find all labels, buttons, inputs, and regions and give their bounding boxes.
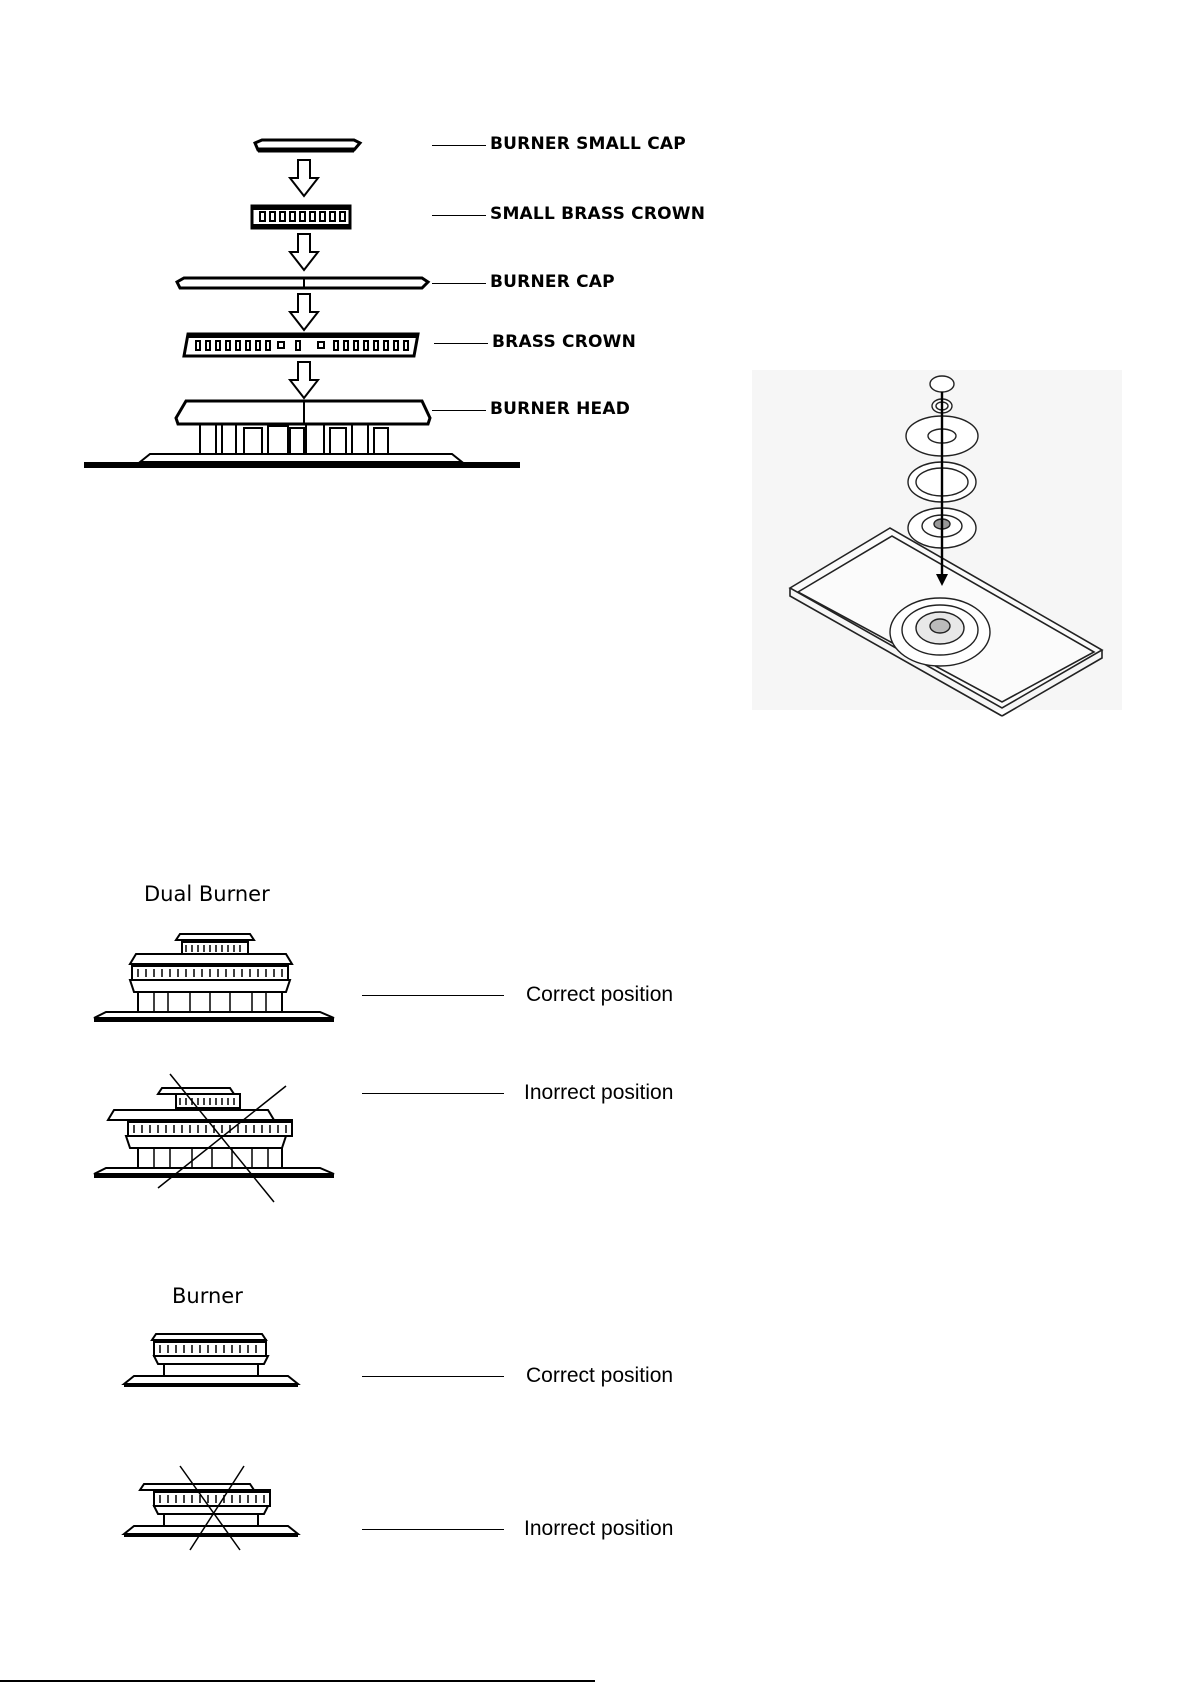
label-burner-head: BURNER HEAD — [490, 399, 630, 419]
down-arrow-icon — [290, 234, 318, 270]
leader-line — [362, 995, 504, 996]
dual-burner-title: Dual Burner — [144, 882, 270, 906]
burner-incorrect-label: Inorrect position — [524, 1517, 673, 1541]
burner-correct-illustration — [120, 1330, 310, 1394]
burner-head-part — [84, 401, 520, 468]
leader-line — [362, 1529, 504, 1530]
down-arrow-icon — [290, 160, 318, 196]
dual-burner-incorrect-label: Inorrect position — [524, 1081, 673, 1105]
leader-line — [362, 1093, 504, 1094]
down-arrow-icon — [290, 362, 318, 398]
label-burner-small-cap: BURNER SMALL CAP — [490, 134, 686, 154]
burner-cap-part — [177, 278, 428, 288]
label-small-brass-crown: SMALL BRASS CROWN — [490, 204, 705, 224]
isometric-assembly-illustration — [752, 370, 1122, 710]
leader-line — [362, 1376, 504, 1377]
burner-title: Burner — [172, 1284, 243, 1308]
leader-line — [432, 410, 486, 411]
leader-line — [432, 145, 486, 146]
leader-line — [432, 215, 486, 216]
small-brass-crown-part — [252, 206, 350, 228]
leader-line — [432, 283, 486, 284]
burner-correct-label: Correct position — [526, 1364, 673, 1388]
leader-line — [434, 343, 488, 344]
burner-small-cap-part — [255, 140, 360, 150]
brass-crown-part — [184, 334, 418, 356]
label-burner-cap: BURNER CAP — [490, 272, 615, 292]
dual-burner-incorrect-illustration — [90, 1070, 340, 1210]
dual-burner-correct-label: Correct position — [526, 983, 673, 1007]
down-arrow-icon — [290, 294, 318, 330]
dual-burner-correct-illustration — [90, 928, 340, 1028]
label-brass-crown: BRASS CROWN — [492, 332, 636, 352]
burner-incorrect-illustration — [120, 1462, 310, 1552]
footer-rule — [0, 1680, 595, 1682]
